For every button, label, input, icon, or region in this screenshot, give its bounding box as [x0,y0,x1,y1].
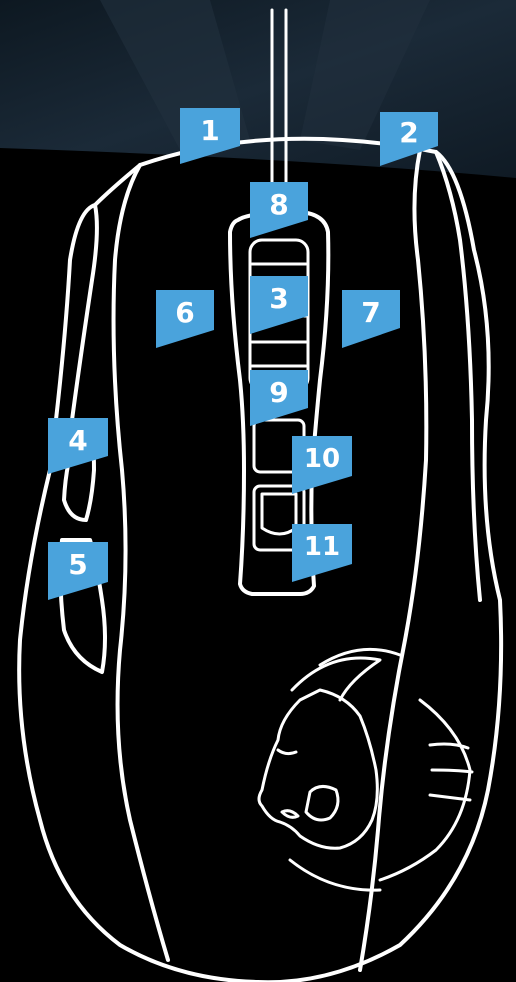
label-text: 2 [399,116,418,149]
label-tag-11: 11 [292,524,352,582]
label-text: 3 [269,282,288,315]
label-text: 5 [68,548,87,581]
label-text: 6 [175,296,194,329]
label-text: 4 [68,424,87,457]
label-text: 7 [361,296,380,329]
label-tag-4: 4 [48,418,108,474]
background-band [0,0,516,178]
label-tag-7: 7 [342,290,400,348]
right-side-groove [436,152,480,600]
left-button-seam [114,165,168,960]
right-button-seam [360,150,426,970]
label-text: 1 [200,114,219,147]
label-text: 9 [269,376,288,409]
label-tag-6: 6 [156,290,214,348]
label-tag-9: 9 [250,370,308,426]
label-text: 10 [304,444,340,474]
top-button-lower-inset [262,494,296,534]
label-tag-8: 8 [250,182,308,238]
label-text: 8 [269,188,288,221]
label-text: 11 [304,532,340,562]
label-tag-10: 10 [292,436,352,494]
label-tag-3: 3 [250,276,308,334]
panther-head-icon [259,649,472,890]
